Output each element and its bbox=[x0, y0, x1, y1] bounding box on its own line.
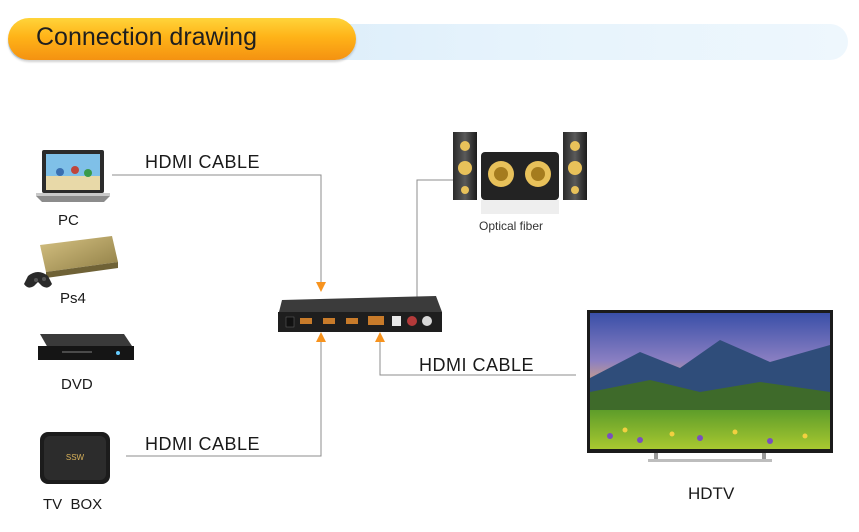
arrow-up-icon bbox=[316, 332, 326, 342]
speakers-icon bbox=[453, 132, 587, 214]
tvbox-cable-line bbox=[126, 342, 322, 457]
optical-fiber-label: Optical fiber bbox=[479, 219, 544, 233]
header-banner: Connection drawing bbox=[8, 18, 848, 62]
tvbox-hdmi-cable-label: HDMI CABLE bbox=[145, 434, 261, 454]
banner-pill: Connection drawing bbox=[8, 18, 356, 60]
pc-hdmi-cable-label: HDMI CABLE bbox=[145, 152, 261, 172]
laptop-icon bbox=[36, 150, 110, 202]
arrow-up-icon bbox=[375, 332, 385, 342]
tvbox-label: TV BOX bbox=[43, 496, 103, 513]
cable-lines bbox=[112, 174, 576, 457]
hdtv-cable-line bbox=[379, 342, 576, 376]
tv-box-logo: SSW bbox=[66, 453, 85, 462]
arrow-down-icon bbox=[316, 282, 326, 292]
hdtv-hdmi-cable-label: HDMI CABLE bbox=[419, 355, 535, 375]
speaker-cable-line bbox=[416, 179, 453, 298]
ps4-label: Ps4 bbox=[60, 290, 86, 307]
hdmi-switch-device bbox=[278, 296, 442, 332]
dvd-label: DVD bbox=[61, 376, 93, 393]
tv-box-icon: SSW bbox=[40, 432, 110, 484]
hdtv-label: HDTV bbox=[688, 484, 735, 503]
pc-cable-line bbox=[112, 174, 322, 282]
dvd-player-icon bbox=[38, 334, 134, 360]
pc-label: PC bbox=[58, 212, 79, 229]
hdmi-port-icon bbox=[300, 318, 358, 324]
page-title: Connection drawing bbox=[36, 23, 257, 51]
ps4-console-icon bbox=[24, 236, 118, 288]
hdtv-icon bbox=[587, 310, 833, 462]
